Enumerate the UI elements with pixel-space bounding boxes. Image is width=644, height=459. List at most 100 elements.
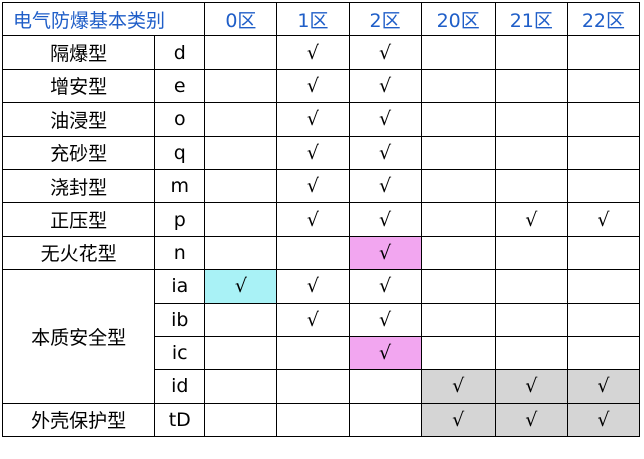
mark-cell	[276, 235, 350, 271]
mark-cell	[420, 68, 496, 104]
table-row: 本质安全型 ia √ √ √	[1, 269, 641, 404]
row-code: ia	[154, 269, 206, 304]
mark-cell-highlight-pink: √	[348, 235, 422, 271]
mark-cell	[276, 402, 350, 438]
mark-cell	[494, 35, 568, 70]
mark-cell	[566, 269, 641, 304]
mark-cell	[494, 68, 568, 104]
mark-cell: √	[276, 269, 350, 304]
mark-cell	[420, 235, 496, 271]
mark-cell	[204, 68, 278, 104]
mark-cell	[420, 269, 496, 304]
row-code: ic	[154, 335, 206, 371]
mark-cell	[276, 369, 350, 404]
mark-cell	[420, 135, 496, 170]
mark-cell-highlight-cyan: √	[204, 269, 278, 304]
mark-cell: √	[348, 269, 422, 304]
mark-cell	[566, 102, 641, 137]
row-type-label: 无火花型	[1, 235, 156, 271]
header-zone-20: 20区	[420, 1, 496, 37]
mark-cell	[566, 302, 641, 337]
row-code: q	[154, 135, 206, 170]
mark-cell	[566, 135, 641, 170]
mark-cell-highlight-pink: √	[348, 335, 422, 371]
mark-cell	[566, 235, 641, 271]
mark-cell	[566, 35, 641, 70]
mark-cell	[566, 335, 641, 371]
table-row: 隔爆型 d √ √	[1, 35, 641, 70]
mark-cell: √	[566, 202, 641, 237]
mark-cell: √	[348, 168, 422, 204]
mark-cell: √	[348, 35, 422, 70]
table-row: 浇封型 m √ √	[1, 168, 641, 204]
mark-cell	[204, 102, 278, 137]
mark-cell	[494, 302, 568, 337]
mark-cell	[566, 168, 641, 204]
mark-cell: √	[276, 202, 350, 237]
header-type-label: 电气防爆基本类别	[1, 1, 206, 37]
mark-cell	[420, 168, 496, 204]
mark-cell: √	[276, 135, 350, 170]
row-code: tD	[154, 402, 206, 438]
mark-cell: √	[348, 102, 422, 137]
mark-cell: √	[348, 68, 422, 104]
mark-cell-highlight-gray: √	[566, 369, 641, 404]
row-type-label: 增安型	[1, 68, 156, 104]
row-type-label-merged: 本质安全型	[1, 269, 156, 404]
mark-cell	[348, 402, 422, 438]
mark-cell: √	[276, 168, 350, 204]
header-row: 电气防爆基本类别 0区 1区 2区 20区 21区 22区	[1, 1, 641, 37]
table-row: 油浸型 o √ √	[1, 102, 641, 137]
mark-cell	[204, 302, 278, 337]
row-code: p	[154, 202, 206, 237]
table-row: 无火花型 n √	[1, 235, 641, 271]
row-code: m	[154, 168, 206, 204]
mark-cell	[420, 302, 496, 337]
mark-cell	[204, 402, 278, 438]
header-zone-21: 21区	[494, 1, 568, 37]
mark-cell: √	[348, 135, 422, 170]
row-code: d	[154, 35, 206, 70]
mark-cell: √	[276, 68, 350, 104]
mark-cell	[494, 135, 568, 170]
mark-cell	[420, 102, 496, 137]
header-zone-0: 0区	[204, 1, 278, 37]
mark-cell-highlight-gray: √	[566, 402, 641, 438]
row-code: ib	[154, 302, 206, 337]
mark-cell	[204, 168, 278, 204]
row-type-label: 隔爆型	[1, 35, 156, 70]
mark-cell: √	[276, 302, 350, 337]
table-row: 充砂型 q √ √	[1, 135, 641, 170]
row-type-label: 充砂型	[1, 135, 156, 170]
mark-cell: √	[276, 35, 350, 70]
row-type-label: 外壳保护型	[1, 402, 156, 438]
explosion-protection-table: 电气防爆基本类别 0区 1区 2区 20区 21区 22区 隔爆型 d √ √ …	[1, 1, 641, 438]
mark-cell	[204, 135, 278, 170]
row-code: n	[154, 235, 206, 271]
header-zone-1: 1区	[276, 1, 350, 37]
table-row: 外壳保护型 tD √ √ √	[1, 402, 641, 438]
mark-cell	[494, 168, 568, 204]
mark-cell	[566, 68, 641, 104]
mark-cell	[420, 202, 496, 237]
mark-cell	[204, 369, 278, 404]
row-code: o	[154, 102, 206, 137]
row-type-label: 正压型	[1, 202, 156, 237]
mark-cell: √	[276, 102, 350, 137]
mark-cell	[204, 202, 278, 237]
header-zone-22: 22区	[566, 1, 641, 37]
table-row: 增安型 e √ √	[1, 68, 641, 104]
row-type-label: 浇封型	[1, 168, 156, 204]
mark-cell	[494, 335, 568, 371]
mark-cell-highlight-gray: √	[494, 369, 568, 404]
mark-cell-highlight-gray: √	[420, 402, 496, 438]
mark-cell	[494, 102, 568, 137]
mark-cell	[204, 335, 278, 371]
mark-cell: √	[494, 202, 568, 237]
table-row: ic √	[3, 335, 641, 371]
mark-cell	[204, 235, 278, 271]
row-code: id	[154, 369, 206, 404]
mark-cell: √	[348, 302, 422, 337]
mark-cell	[420, 335, 496, 371]
mark-cell	[420, 35, 496, 70]
